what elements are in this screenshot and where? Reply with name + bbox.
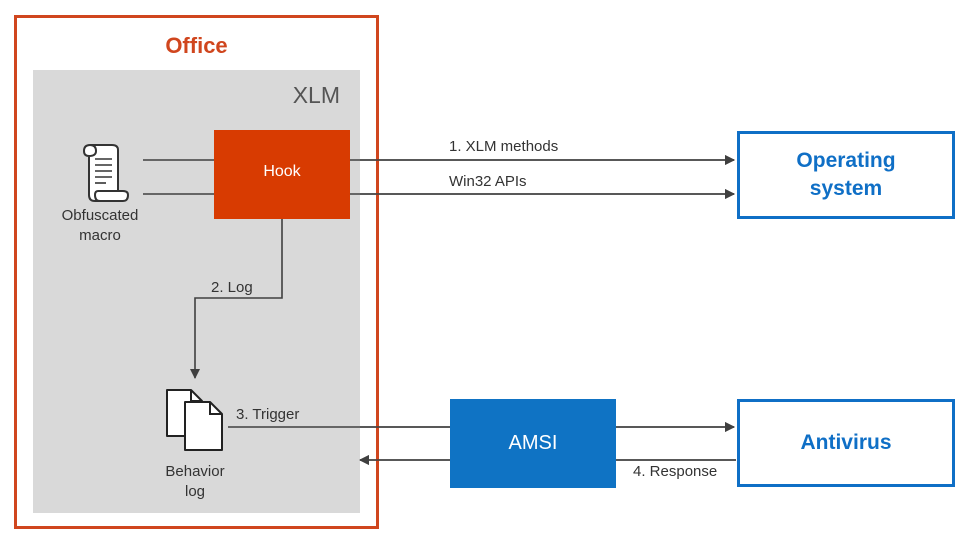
- behavior-log-label: Behavior log: [140, 462, 250, 502]
- xlm-title: XLM: [292, 82, 340, 108]
- behavior-log-label-line2: log: [184, 483, 206, 500]
- macro-label-line2: macro: [79, 227, 121, 244]
- amsi-label: AMSI: [508, 432, 558, 454]
- scroll-icon: [83, 144, 129, 202]
- hook-box: Hook: [214, 130, 350, 219]
- hook-label: Hook: [263, 162, 301, 180]
- office-title: Office: [165, 33, 228, 58]
- office-container: [14, 15, 379, 529]
- label-win32-apis: Win32 APIs: [449, 173, 527, 190]
- amsi-box: AMSI: [450, 399, 616, 488]
- label-response: 4. Response: [633, 463, 718, 480]
- documents-icon: [166, 389, 223, 451]
- label-log: 2. Log: [211, 279, 253, 296]
- macro-label: Obfuscated macro: [45, 206, 155, 246]
- macro-label-line1: Obfuscated: [61, 207, 139, 224]
- label-trigger: 3. Trigger: [236, 406, 300, 423]
- label-xlm-methods: 1. XLM methods: [449, 138, 559, 155]
- operating-system-label: Operating system: [796, 149, 896, 200]
- antivirus-label: Antivirus: [800, 431, 892, 454]
- behavior-log-label-line1: Behavior: [165, 463, 225, 480]
- antivirus-box: Antivirus: [737, 399, 955, 487]
- operating-system-box: Operating system: [737, 131, 955, 219]
